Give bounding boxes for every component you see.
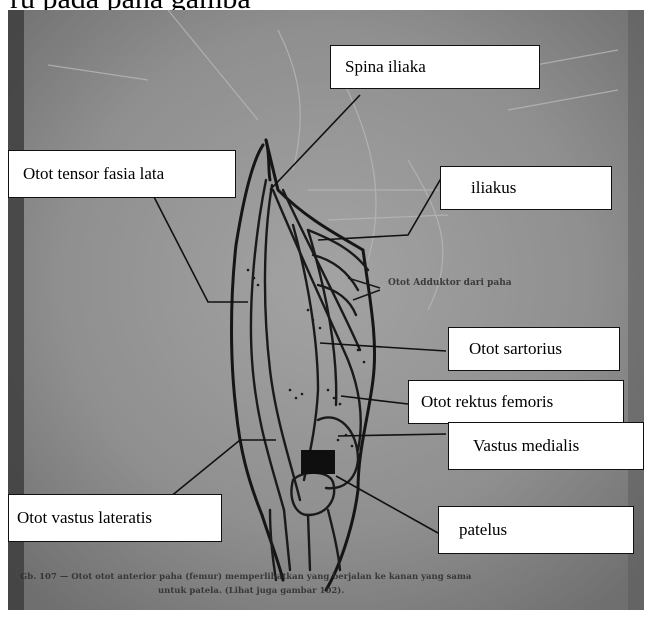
label-vastus-medialis: Vastus medialis [448,422,644,470]
figure-caption-line2: untuk patela. (Lihat juga gambar 102). [158,586,344,596]
adductor-note: Otot Adduktor dari paha [388,278,512,288]
label-otot-tensor-fasia-lata: Otot tensor fasia lata [8,150,236,198]
patella-mark [301,450,335,474]
anatomy-figure: Otot Adduktor dari paha Gb. 107 — Otot o… [8,10,644,610]
figure-caption-line1: Gb. 107 — Otot otot anterior paha (femur… [20,572,471,582]
label-spina-iliaka: Spina iliaka [330,45,540,89]
label-otot-rektus-femoris: Otot rektus femoris [408,380,624,424]
label-otot-vastus-lateratis: Otot vastus lateratis [8,494,222,542]
label-patelus: patelus [438,506,634,554]
label-iliakus: iliakus [440,166,612,210]
label-otot-sartorius: Otot sartorius [448,327,620,371]
